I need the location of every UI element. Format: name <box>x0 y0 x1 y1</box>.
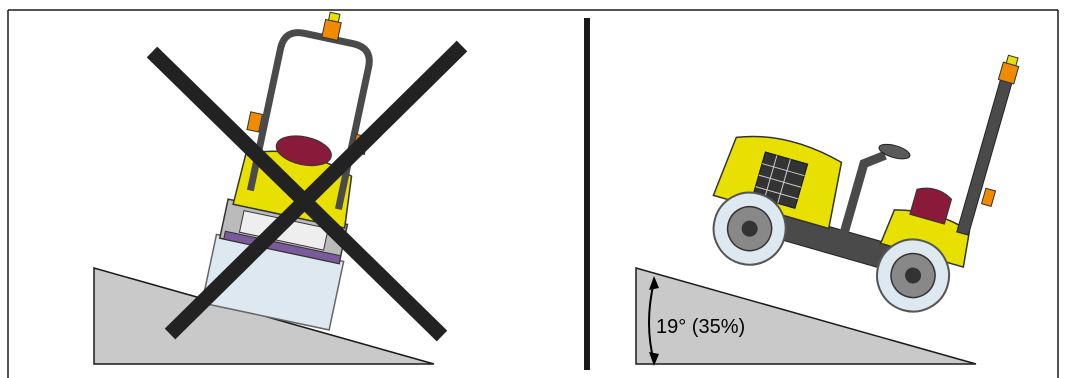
left-panel <box>94 0 462 364</box>
slope-angle-label: 19° (35%) <box>656 316 745 339</box>
right-panel <box>636 0 1032 366</box>
roller-side-view <box>697 0 1032 326</box>
panel-divider <box>584 18 590 370</box>
